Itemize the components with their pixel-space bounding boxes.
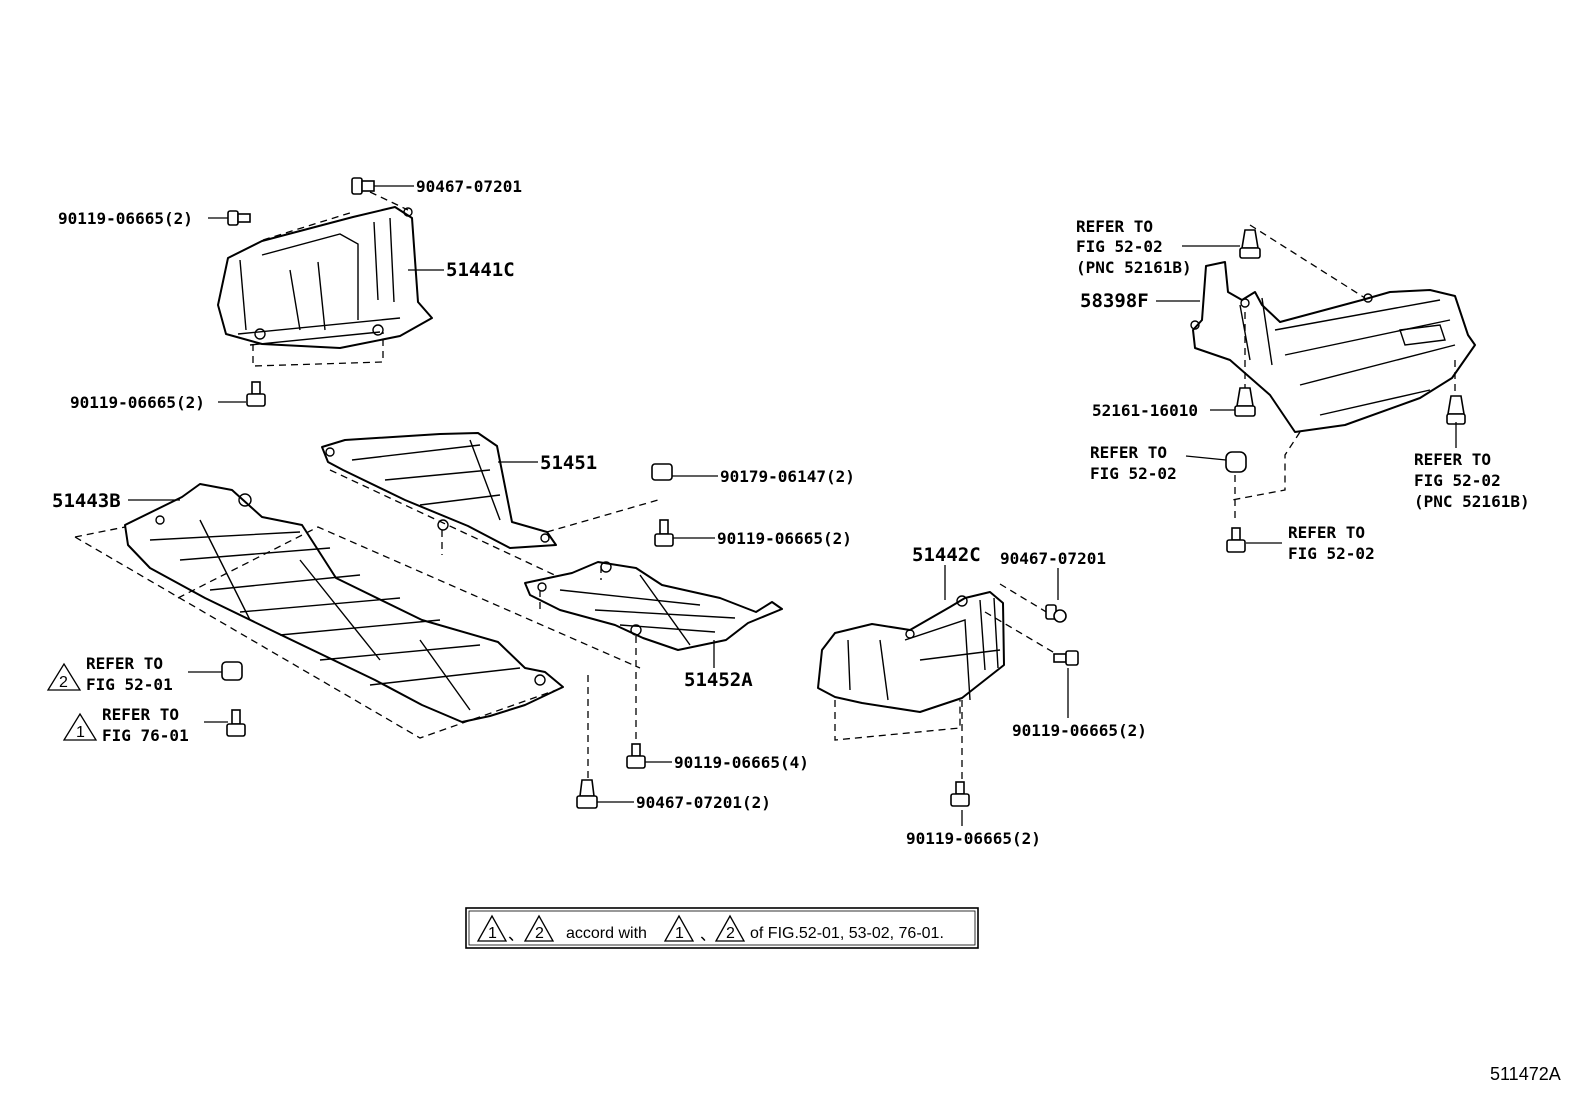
warning-triangle-icon: 2 xyxy=(46,662,82,691)
svg-text:2: 2 xyxy=(726,925,735,942)
label-90119-06665-left: 90119-06665(2) xyxy=(70,393,205,412)
label-58398F: 58398F xyxy=(1080,290,1149,312)
bolt-icon xyxy=(227,210,251,226)
triangle-number: 2 xyxy=(59,674,68,691)
leader-lines xyxy=(128,185,1457,826)
label-90119-06665-mid: 90119-06665(2) xyxy=(717,529,852,548)
label-51452A: 51452A xyxy=(684,669,753,691)
svg-text:1: 1 xyxy=(675,925,684,942)
label-90119-06665-topleft: 90119-06665(2) xyxy=(58,209,193,228)
note-of-figs: of FIG.52-01, 53-02, 76-01. xyxy=(750,925,944,942)
refer-to-label: REFER TO xyxy=(1414,450,1491,469)
label-90119-06665-right: 90119-06665(2) xyxy=(1012,721,1147,740)
refer-pnc-label: (PNC 52161B) xyxy=(1076,258,1192,277)
label-90179-06147: 90179-06147(2) xyxy=(720,467,855,486)
label-51441C: 51441C xyxy=(446,259,515,281)
bolt-icon xyxy=(950,781,970,807)
warning-triangle-icon: 2 xyxy=(714,914,746,942)
warning-triangle-icon: 1 xyxy=(476,914,508,942)
warning-triangle-icon: 2 xyxy=(523,914,555,942)
bolt-icon xyxy=(226,709,246,737)
refer-fig-label: FIG 52-02 xyxy=(1288,544,1375,563)
clip-icon xyxy=(1446,395,1466,425)
nut-icon xyxy=(651,463,673,481)
bolt-icon xyxy=(351,177,375,195)
refer-fig-label: FIG 52-01 xyxy=(86,675,173,694)
refer-fig-label: FIG 52-02 xyxy=(1090,464,1177,483)
label-90467-07201-mid: 90467-07201 xyxy=(1000,549,1106,568)
label-90119-06665-4: 90119-06665(4) xyxy=(674,753,809,772)
fasteners xyxy=(221,177,1466,809)
label-51443B: 51443B xyxy=(52,490,121,512)
part-58398F-shield xyxy=(1190,261,1476,433)
part-51442C-cover xyxy=(817,591,1005,713)
label-90467-07201-top: 90467-07201 xyxy=(416,177,522,196)
svg-text:1: 1 xyxy=(488,925,497,942)
refer-fig-label: FIG 52-02 xyxy=(1076,237,1163,256)
clip-icon xyxy=(221,661,243,681)
bolt-icon xyxy=(1053,650,1079,666)
refer-to-label: REFER TO xyxy=(86,654,163,673)
bolt-icon xyxy=(654,519,674,547)
part-51451-shield xyxy=(321,432,557,549)
refer-pnc-label: (PNC 52161B) xyxy=(1414,492,1530,511)
clip-icon xyxy=(576,779,598,809)
triangle-number: 1 xyxy=(76,724,85,741)
note-separator: 、 xyxy=(508,927,524,944)
label-90119-06665-bottom: 90119-06665(2) xyxy=(906,829,1041,848)
bolt-icon xyxy=(1226,527,1246,553)
warning-triangle-icon: 1 xyxy=(663,914,695,942)
refer-to-label: REFER TO xyxy=(1288,523,1365,542)
label-52161-16010: 52161-16010 xyxy=(1092,401,1198,420)
warning-triangle-icon: 1 xyxy=(62,712,98,741)
clip-icon xyxy=(1239,229,1261,259)
bolt-icon xyxy=(626,743,646,769)
refer-to-label: REFER TO xyxy=(102,705,179,724)
note-separator: 、 xyxy=(700,927,716,944)
diagram-id: 511472A xyxy=(1490,1064,1561,1084)
bolt-icon xyxy=(1045,604,1067,623)
nut-icon xyxy=(1225,451,1247,473)
bolt-icon xyxy=(246,381,266,407)
clip-icon xyxy=(1234,387,1256,417)
note-box: 1 、 2 accord with 1 、 2 of FIG.52-01, 53… xyxy=(465,907,979,949)
refer-to-label: REFER TO xyxy=(1076,217,1153,236)
part-51443B-under-cover xyxy=(124,483,564,723)
label-51451: 51451 xyxy=(540,452,597,474)
part-51452A-shield xyxy=(524,561,783,651)
label-90467-07201-2: 90467-07201(2) xyxy=(636,793,771,812)
label-51442C: 51442C xyxy=(912,544,981,566)
refer-fig-label: FIG 52-02 xyxy=(1414,471,1501,490)
svg-text:2: 2 xyxy=(535,925,544,942)
refer-to-label: REFER TO xyxy=(1090,443,1167,462)
part-51441C-cover xyxy=(217,206,433,349)
refer-fig-label: FIG 76-01 xyxy=(102,726,189,745)
note-accord-with: accord with xyxy=(566,925,647,942)
